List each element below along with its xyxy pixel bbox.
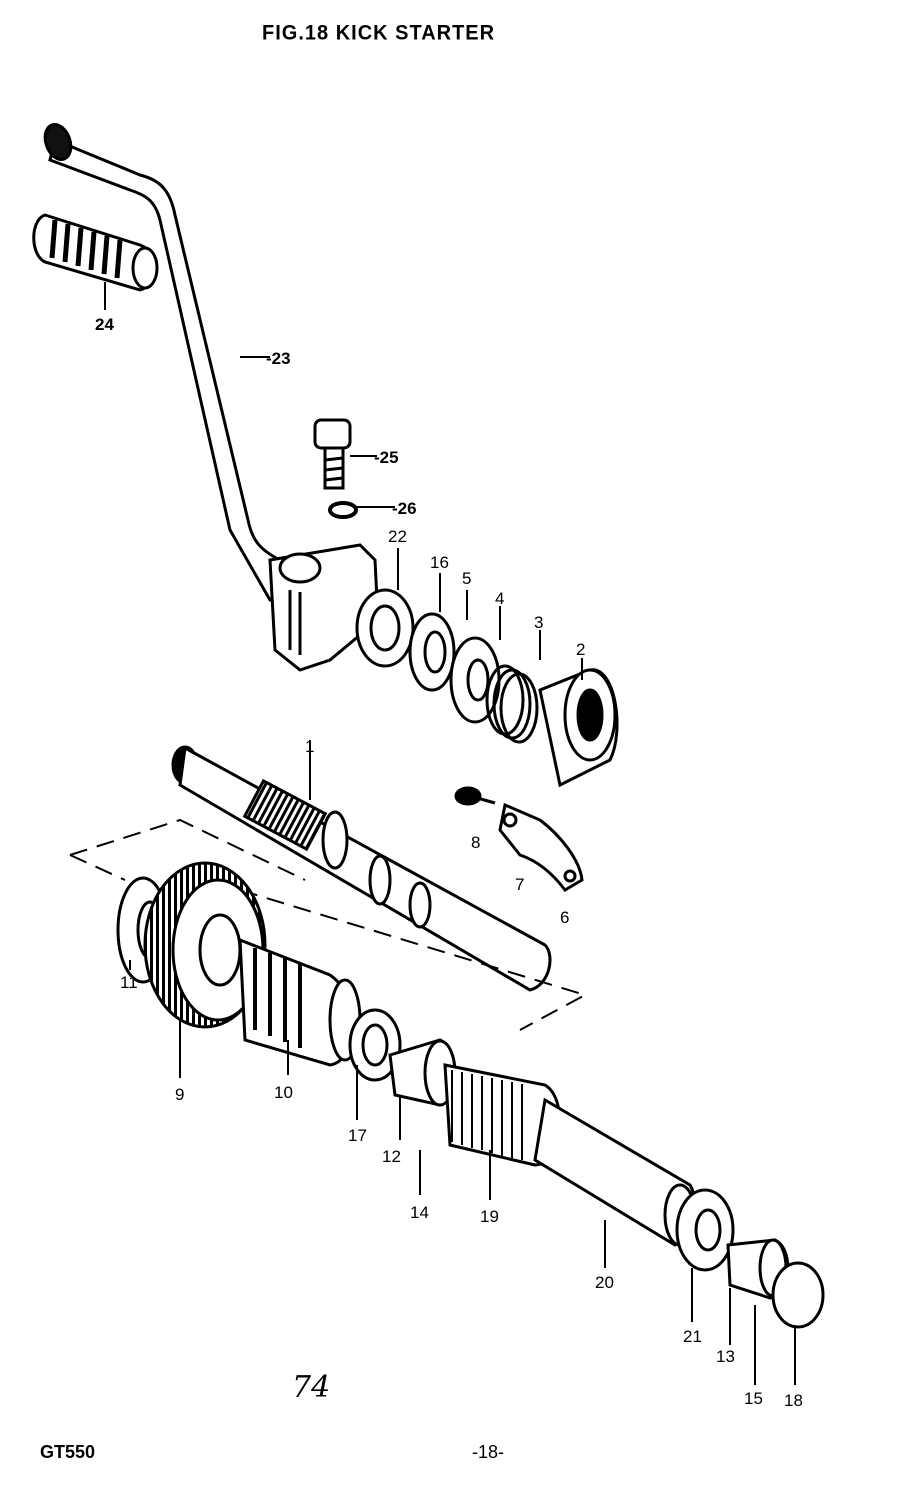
callout-labels: 1 2 3 4 5 6 7 8 9 10 11 12 13 14 15 16 1… bbox=[95, 315, 803, 1410]
callout-18: 18 bbox=[784, 1391, 803, 1410]
assembly-dashed-outline bbox=[69, 818, 588, 1031]
callout-9: 9 bbox=[175, 1085, 184, 1104]
leader-lines bbox=[104, 282, 796, 1385]
spring-3-part bbox=[485, 664, 539, 744]
callout-8: 8 bbox=[471, 833, 480, 852]
washer-part bbox=[328, 501, 358, 519]
washer-21-part bbox=[675, 1188, 735, 1272]
callout-12: 12 bbox=[382, 1147, 401, 1166]
kick-gear-9-part bbox=[143, 861, 267, 1029]
callout-19: 19 bbox=[480, 1207, 499, 1226]
callout-4: 4 bbox=[495, 589, 504, 608]
callout-25: -25 bbox=[374, 448, 399, 467]
cap-18-part bbox=[771, 1261, 825, 1329]
kick-starter-shaft-part bbox=[171, 745, 552, 992]
figure-title: FIG.18 KICK STARTER bbox=[262, 21, 496, 45]
washer-17-part bbox=[348, 1008, 402, 1082]
callout-10: 10 bbox=[274, 1083, 293, 1102]
callout-22: 22 bbox=[388, 527, 407, 546]
callout-16: 16 bbox=[430, 553, 449, 572]
callout-6: 6 bbox=[560, 908, 569, 927]
callout-3: 3 bbox=[534, 613, 543, 632]
callout-5: 5 bbox=[462, 569, 471, 588]
callout-17: 17 bbox=[348, 1126, 367, 1145]
callout-23: -23 bbox=[266, 349, 291, 368]
kick-lever-part bbox=[43, 123, 380, 672]
model-footer: GT550 bbox=[40, 1442, 96, 1462]
callout-1: 1 bbox=[305, 737, 314, 756]
spring-guide-2-part bbox=[538, 668, 619, 788]
stopper-6-part bbox=[498, 802, 584, 892]
handwritten-page-number: 74 bbox=[292, 1370, 331, 1405]
pin-8-part bbox=[454, 786, 496, 806]
callout-11: 11 bbox=[120, 973, 138, 992]
callout-2: 2 bbox=[576, 640, 585, 659]
shaft-seal-part bbox=[355, 588, 415, 668]
callout-20: 20 bbox=[595, 1273, 614, 1292]
washer-16-part bbox=[408, 612, 456, 692]
callout-14: 14 bbox=[410, 1203, 429, 1222]
callout-15: 15 bbox=[744, 1389, 763, 1408]
shaft-20-part bbox=[533, 1097, 697, 1247]
kick-grip-part bbox=[32, 213, 159, 292]
callout-7: 7 bbox=[515, 875, 524, 894]
bolt-part bbox=[313, 418, 352, 490]
clutch-10-part bbox=[238, 937, 362, 1067]
callout-26: -26 bbox=[392, 499, 417, 518]
callout-21: 21 bbox=[683, 1327, 702, 1346]
callout-24: 24 bbox=[95, 315, 114, 334]
callout-13: 13 bbox=[716, 1347, 735, 1366]
page-number-footer: -18- bbox=[472, 1442, 505, 1462]
